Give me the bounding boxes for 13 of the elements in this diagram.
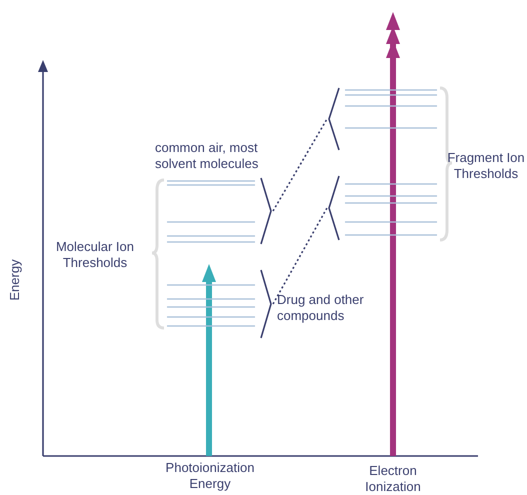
axis-label: Energy (7, 258, 23, 303)
group-caption: Drug and other compounds (277, 292, 365, 324)
dotted-connector (272, 118, 328, 212)
energy-level-group (327, 86, 439, 152)
energy-level-group (327, 174, 439, 242)
energy-level-group (165, 268, 273, 340)
axis-label: Electron Ionization (364, 463, 422, 495)
energy-level-group (165, 176, 273, 246)
axis-label: Photoionization Energy (164, 460, 256, 492)
dotted-connector (272, 208, 328, 304)
bracket-label: Fragment Ion Thresholds (446, 150, 526, 182)
bracket-label: Molecular Ion Thresholds (54, 239, 136, 271)
group-caption: common air, most solvent molecules (155, 140, 260, 172)
